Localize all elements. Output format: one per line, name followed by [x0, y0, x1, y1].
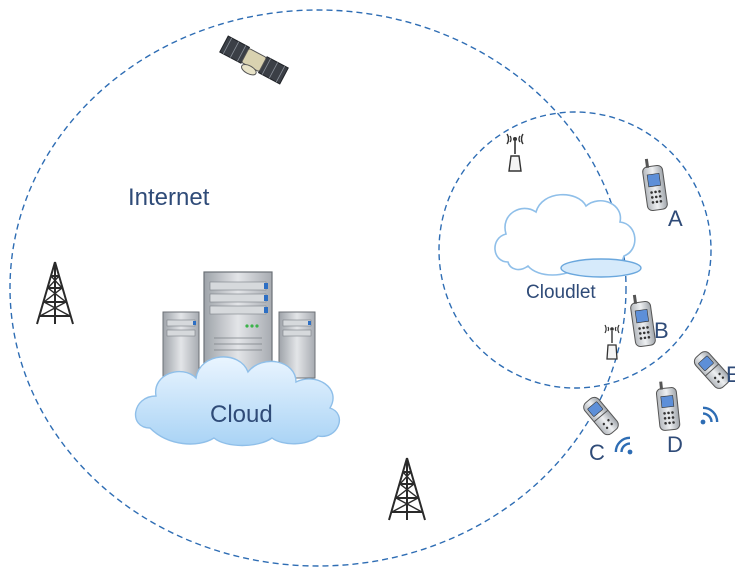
- phone-icon: [693, 351, 731, 389]
- device-c-label: C: [589, 440, 605, 465]
- satellite-icon: [219, 35, 289, 85]
- device-e-label: E: [726, 362, 735, 387]
- server-icon: [278, 311, 316, 379]
- phone-icon: [655, 381, 681, 431]
- server-icon: [162, 311, 200, 379]
- tower-icon: [388, 457, 426, 521]
- phone-icon: [583, 396, 619, 436]
- device-b-label: B: [654, 318, 669, 343]
- phone-icon: [642, 158, 668, 212]
- cloud-icon: [494, 193, 642, 278]
- wifi-icon: [614, 436, 633, 455]
- cloudlet-label: Cloudlet: [526, 282, 596, 303]
- antenna-icon: [604, 324, 620, 360]
- tower-icon: [36, 261, 74, 325]
- phone-icon: [630, 294, 656, 348]
- cloud-label: Cloud: [210, 401, 273, 428]
- internet-label: Internet: [128, 184, 210, 211]
- antenna-icon: [506, 133, 524, 172]
- internet-boundary: [9, 9, 627, 567]
- wifi-icon: [700, 406, 719, 425]
- cloudlet-boundary: [438, 111, 712, 389]
- cloud-icon: [134, 356, 341, 447]
- device-a-label: A: [668, 206, 683, 231]
- device-d-label: D: [667, 432, 683, 457]
